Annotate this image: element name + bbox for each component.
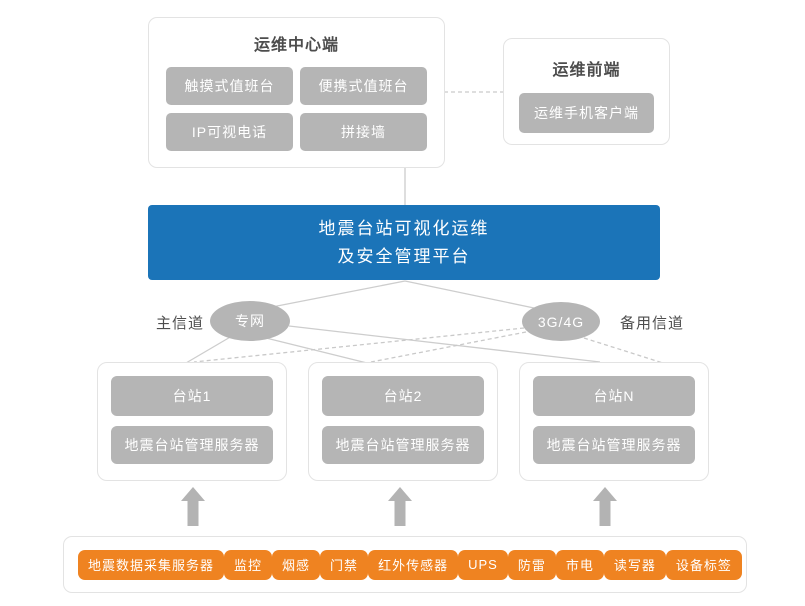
- ops-front-panel: 运维前端 运维手机客户端: [503, 38, 670, 145]
- up-arrow-station1: [181, 487, 205, 526]
- line-platform-cellular: [404, 280, 535, 309]
- ups-node: UPS: [458, 549, 508, 580]
- station1-server-node: 地震台站管理服务器: [111, 426, 273, 464]
- platform-title-line1: 地震台站可视化运维: [318, 218, 490, 238]
- mains-power-node: 市电: [555, 549, 604, 580]
- seismic-data-server-node: 地震数据采集服务器: [78, 549, 225, 580]
- station2-panel: 台站2 地震台站管理服务器: [308, 362, 498, 481]
- ip-video-phone-node: IP可视电话: [166, 113, 293, 151]
- devices-panel: 地震数据采集服务器 监控 烟感 门禁 红外传感器 UPS 防雷 市电 读写器 设…: [63, 536, 747, 593]
- up-arrow-station2: [388, 487, 412, 526]
- station1-panel: 台站1 地震台站管理服务器: [97, 362, 287, 481]
- ops-center-panel: 运维中心端 触摸式值班台 便携式值班台 IP可视电话 拼接墙: [148, 17, 445, 168]
- line-privatenet-station1: [185, 335, 233, 364]
- up-arrow-stationN: [593, 487, 617, 526]
- ops-front-title: 运维前端: [552, 62, 621, 79]
- primary-channel-label: 主信道: [156, 315, 205, 332]
- cellular-3g4g-node: 3G/4G: [522, 302, 600, 341]
- touch-duty-console-node: 触摸式值班台: [166, 67, 293, 105]
- lightning-protection-node: 防雷: [507, 549, 556, 580]
- platform-title-line2: 及安全管理平台: [337, 246, 471, 266]
- line-platform-privatenet: [271, 280, 406, 308]
- stationN-panel: 台站N 地震台站管理服务器: [519, 362, 709, 481]
- backup-channel-label: 备用信道: [620, 315, 685, 332]
- line-cellular-station1: [193, 327, 525, 363]
- monitoring-node: 监控: [224, 549, 273, 580]
- line-privatenet-stationN: [288, 325, 601, 363]
- rfid-reader-node: 读写器: [603, 549, 666, 580]
- ops-center-grid: 触摸式值班台 便携式值班台 IP可视电话 拼接墙: [166, 67, 427, 151]
- infrared-sensor-node: 红外传感器: [368, 549, 459, 580]
- portable-duty-console-node: 便携式值班台: [300, 67, 427, 105]
- stationN-server-node: 地震台站管理服务器: [533, 426, 695, 464]
- ops-center-title: 运维中心端: [253, 37, 339, 54]
- line-cellular-station2: [370, 331, 527, 363]
- smoke-sensor-node: 烟感: [272, 549, 321, 580]
- station1-name-node: 台站1: [111, 376, 273, 416]
- door-access-node: 门禁: [320, 549, 369, 580]
- video-wall-node: 拼接墙: [300, 113, 427, 151]
- private-network-node: 专网: [210, 301, 290, 341]
- stationN-name-node: 台站N: [533, 376, 695, 416]
- line-cellular-stationN: [583, 337, 664, 364]
- device-tag-node: 设备标签: [665, 549, 742, 580]
- platform-banner: 地震台站可视化运维 及安全管理平台: [148, 205, 660, 280]
- station2-name-node: 台站2: [322, 376, 484, 416]
- station2-server-node: 地震台站管理服务器: [322, 426, 484, 464]
- mobile-client-node: 运维手机客户端: [519, 93, 654, 133]
